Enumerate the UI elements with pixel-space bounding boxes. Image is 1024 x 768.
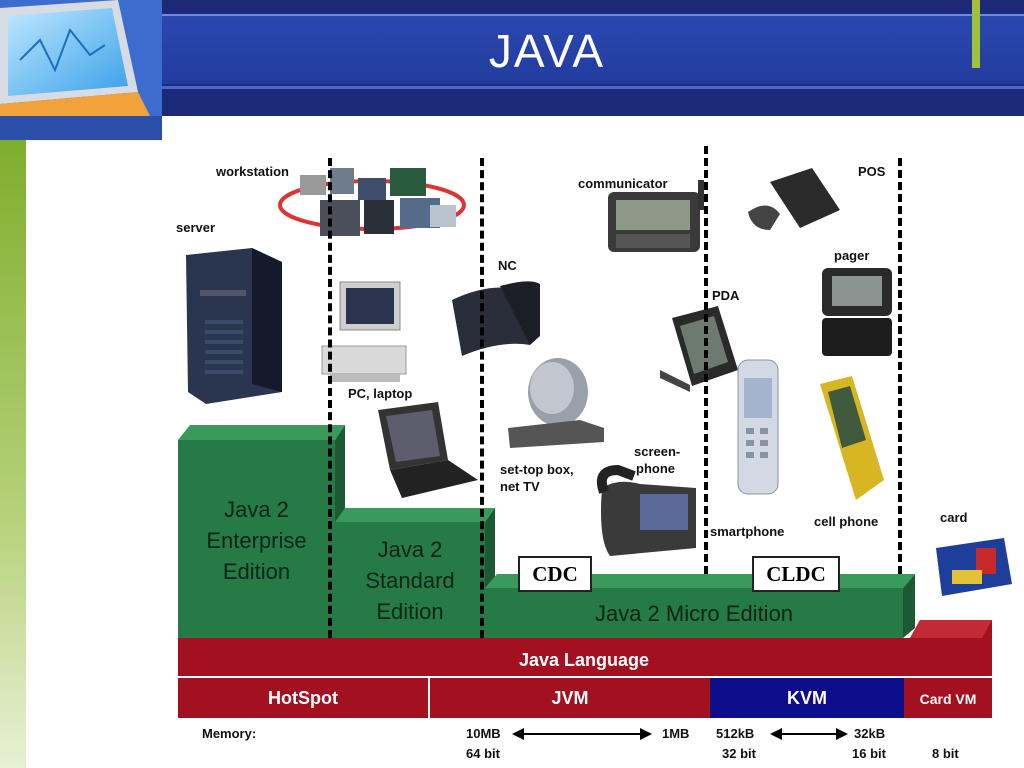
- memory-kvm-bits-max: 32 bit: [722, 746, 756, 761]
- memory-jvm-min: 1MB: [662, 726, 690, 741]
- j2ee-line3: Edition: [222, 559, 291, 584]
- label-server: server: [176, 220, 216, 235]
- j2se-line1: Java 2: [377, 537, 443, 562]
- pc-icon: [321, 281, 407, 382]
- label-settop-line1: set-top box,: [500, 462, 574, 477]
- j2ee-block-shape: [178, 440, 335, 638]
- j2me-block-shape: [485, 588, 903, 638]
- kvm-memory-arrow: [770, 728, 848, 740]
- j2ee-line1: Java 2: [224, 497, 289, 522]
- j2se-line2: Standard: [365, 568, 455, 593]
- j2ee-label: Java 2 Enterprise Edition: [178, 494, 335, 587]
- label-pc-laptop: PC, laptop: [348, 386, 413, 401]
- header-panel: [162, 16, 1024, 84]
- kvm-bar-shape: [710, 678, 904, 718]
- cardvm-bar-shape: [904, 678, 992, 718]
- pos-terminal-icon: [748, 168, 840, 230]
- left-accent-strip: [0, 140, 26, 768]
- laptop-icon: [378, 402, 478, 498]
- cellphone-icon: [820, 376, 884, 500]
- computer-monitor-icon: [0, 0, 162, 116]
- j2se-line3: Edition: [376, 599, 444, 624]
- pda-icon: [660, 306, 738, 392]
- memory-jvm-max: 10MB: [466, 726, 501, 741]
- j2ee-line2: Enterprise: [206, 528, 307, 553]
- memory-label: Memory:: [202, 726, 257, 741]
- pager-icon: [822, 268, 892, 356]
- label-nc: NC: [498, 258, 517, 273]
- j2se-label: Java 2 Standard Edition: [335, 534, 485, 627]
- label-communicator: communicator: [578, 176, 668, 191]
- separator-j2ee-j2se: [328, 158, 332, 638]
- cdc-box: CDC: [518, 556, 592, 592]
- hotspot-bar-shape: [178, 678, 428, 718]
- label-settop-line2: net TV: [500, 479, 540, 494]
- memory-kvm-max: 512kB: [716, 726, 755, 741]
- header-rule-bottom: [162, 86, 1024, 89]
- jvm-memory-arrow: [512, 728, 652, 740]
- jvm-label: JVM: [551, 688, 589, 708]
- memory-card-bits: 8 bit: [932, 746, 959, 761]
- slide-title: JAVA: [488, 25, 606, 77]
- nc-icon: [452, 281, 540, 356]
- communicator-icon: [608, 180, 704, 252]
- screenphone-icon: [596, 464, 696, 556]
- label-card: card: [940, 510, 968, 525]
- smartcard-icon: [936, 538, 1012, 596]
- separator-cdc-cldc: [704, 146, 708, 574]
- java-language-bar-shape: [178, 620, 992, 676]
- header-rule-top: [162, 14, 1024, 16]
- jvm-bar-shape: [430, 678, 710, 718]
- memory-kvm-bits-min: 16 bit: [852, 746, 886, 761]
- j2me-label: Java 2 Micro Edition: [594, 601, 794, 626]
- cardvm-label: Card VM: [919, 691, 977, 707]
- label-cellphone: cell phone: [814, 514, 879, 529]
- label-pager: pager: [834, 248, 870, 263]
- java-language-label: Java Language: [518, 650, 650, 670]
- corner-image-base: [0, 116, 162, 140]
- smartphone-icon: [737, 359, 779, 495]
- memory-kvm-min: 32kB: [854, 726, 886, 741]
- settop-box-icon: [508, 358, 604, 448]
- memory-jvm-bits: 64 bit: [466, 746, 500, 761]
- kvm-label: KVM: [787, 688, 827, 708]
- cldc-box: CLDC: [752, 556, 840, 592]
- label-smartphone: smartphone: [710, 524, 785, 539]
- label-screenphone-line1: screen-: [634, 444, 681, 459]
- label-pos: POS: [858, 164, 886, 179]
- separator-j2se-j2me: [480, 158, 484, 638]
- label-screenphone-line2: phone: [636, 461, 675, 476]
- server-icon: [186, 248, 282, 404]
- j2se-block-shape: [335, 522, 485, 638]
- hotspot-label: HotSpot: [268, 688, 338, 708]
- label-workstation: workstation: [216, 164, 289, 179]
- separator-cldc-card: [898, 158, 902, 574]
- workstation-icon: [278, 168, 466, 236]
- header-accent-bar: [972, 0, 980, 68]
- label-pda: PDA: [712, 288, 740, 303]
